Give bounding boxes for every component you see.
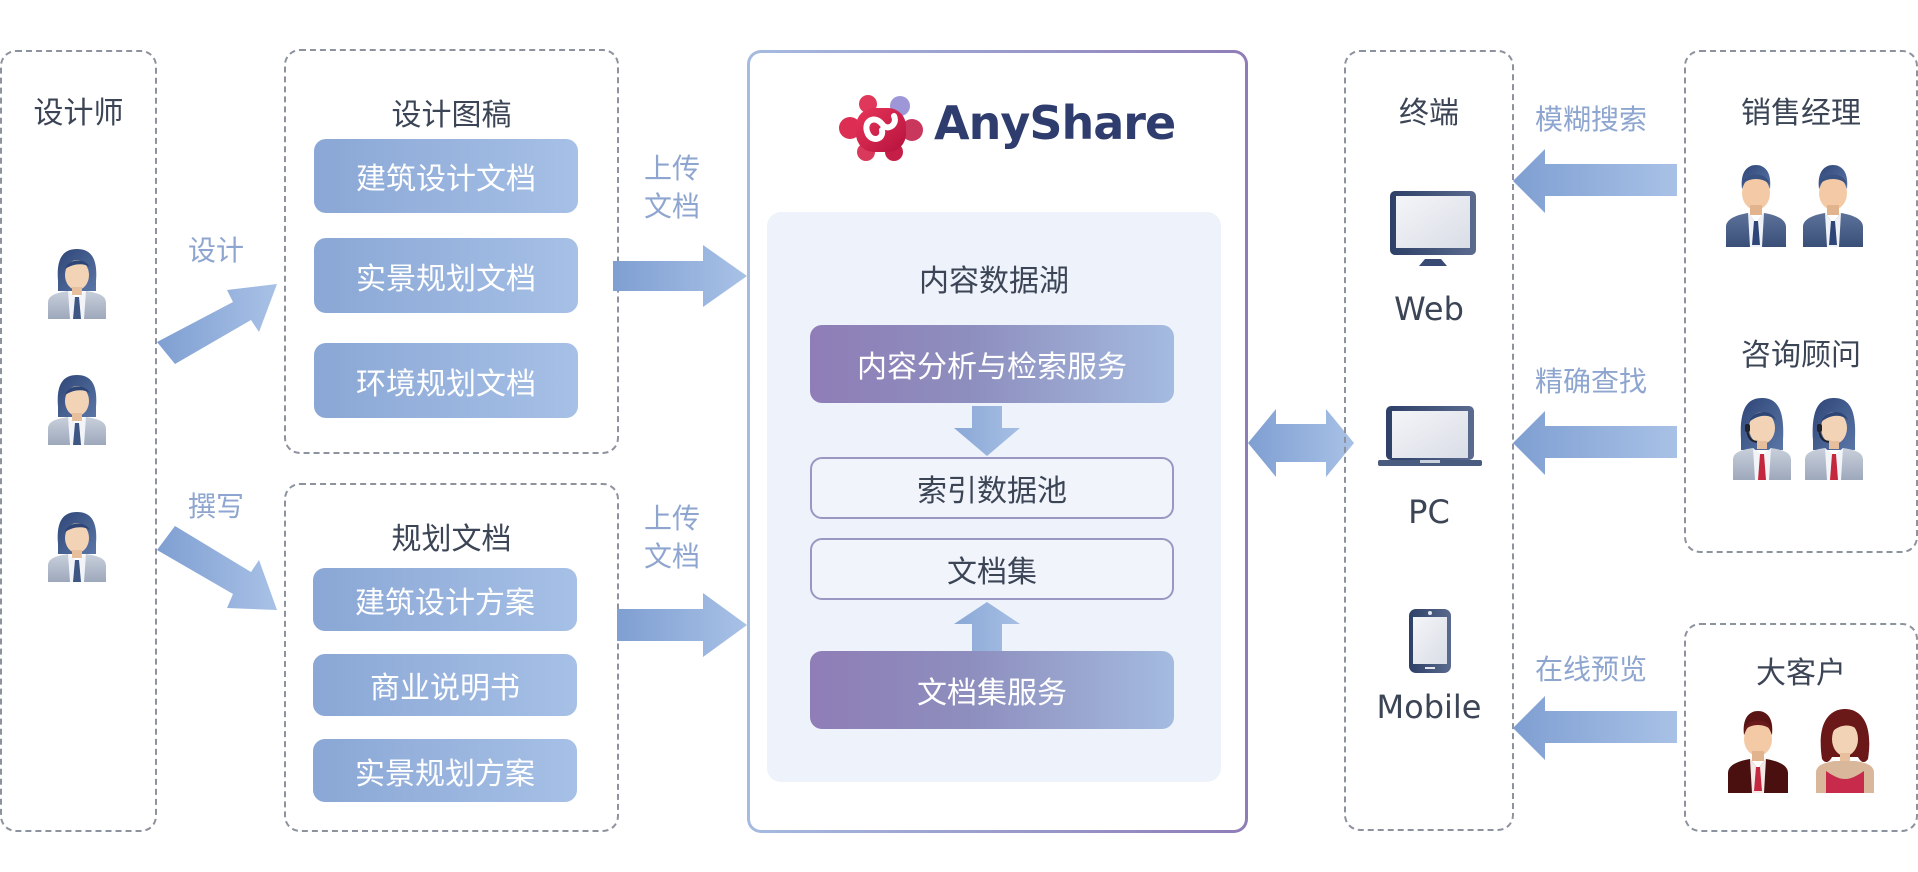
planning-docs-title: 规划文档	[391, 522, 512, 557]
design-doc-item[interactable]: 建筑设计文档	[314, 139, 578, 213]
exact-find-arrow-icon	[1513, 411, 1677, 475]
designer-panel	[0, 50, 157, 832]
sales-manager-title: 销售经理	[1741, 96, 1861, 131]
terminals-panel	[1344, 50, 1514, 831]
planning-doc-item[interactable]: 实景规划方案	[313, 739, 577, 802]
upload-arrow-top-icon	[613, 245, 747, 307]
design-drafts-panel	[284, 49, 619, 454]
upload-label-bottom: 上传 文档	[644, 500, 700, 576]
designer-avatar-icon	[48, 249, 106, 319]
index-data-pool[interactable]: 索引数据池	[810, 457, 1174, 519]
internal-users-panel	[1684, 50, 1918, 553]
planning-docs-panel	[284, 483, 619, 832]
document-set[interactable]: 文档集	[810, 538, 1174, 600]
designer-avatar-icon	[48, 512, 106, 582]
fuzzy-search-arrow-icon	[1513, 149, 1677, 213]
write-flow-label: 撰写	[188, 490, 245, 523]
device-label-pc: PC	[1408, 493, 1450, 531]
design-flow-label: 设计	[188, 234, 245, 267]
fuzzy-search-label: 模糊搜索	[1535, 103, 1648, 136]
content-analysis-service[interactable]: 内容分析与检索服务	[810, 325, 1174, 403]
design-doc-item[interactable]: 环境规划文档	[314, 343, 578, 418]
design-arrow-icon	[157, 284, 277, 364]
upload-label-line: 文档	[644, 540, 701, 573]
design-doc-item[interactable]: 实景规划文档	[314, 238, 578, 313]
consultant-avatar-icon	[1805, 398, 1863, 480]
exact-find-label: 精确查找	[1535, 365, 1648, 398]
device-label-mobile: Mobile	[1376, 688, 1482, 726]
terminals-title: 终端	[1399, 96, 1459, 131]
sales-manager-avatar-icon	[1803, 165, 1863, 247]
consultant-title: 咨询顾问	[1741, 338, 1861, 373]
upload-label-line: 上传	[644, 502, 701, 535]
upload-label-line: 上传	[644, 152, 701, 185]
anyshare-logo-icon	[839, 95, 923, 161]
document-set-service[interactable]: 文档集服务	[810, 651, 1174, 729]
tablet-icon	[1409, 609, 1451, 673]
content-data-lake-title: 内容数据湖	[919, 264, 1069, 299]
down-arrow-icon	[954, 406, 1020, 456]
planning-doc-item[interactable]: 商业说明书	[313, 654, 577, 716]
key-customer-panel	[1684, 623, 1918, 832]
bidirectional-arrow-icon	[1248, 409, 1354, 477]
key-customer-title: 大客户	[1756, 656, 1846, 691]
anyshare-brand-text: AnyShare	[934, 96, 1176, 150]
upload-arrow-bottom-icon	[617, 593, 747, 657]
design-drafts-title: 设计图稿	[391, 98, 512, 133]
key-customer-female-icon	[1816, 709, 1874, 793]
upload-label-top: 上传 文档	[644, 150, 700, 226]
up-arrow-icon	[954, 602, 1020, 652]
write-arrow-icon	[157, 526, 277, 610]
laptop-icon	[1378, 406, 1482, 466]
device-label-web: Web	[1394, 290, 1464, 328]
online-preview-label: 在线预览	[1535, 653, 1648, 686]
key-customer-male-icon	[1728, 711, 1788, 793]
monitor-icon	[1390, 191, 1476, 266]
designer-avatar-icon	[48, 375, 106, 445]
consultant-avatar-icon	[1733, 398, 1791, 480]
online-preview-arrow-icon	[1513, 696, 1677, 760]
sales-manager-avatar-icon	[1726, 165, 1786, 247]
upload-label-line: 文档	[644, 190, 701, 223]
designer-title: 设计师	[33, 96, 124, 131]
planning-doc-item[interactable]: 建筑设计方案	[313, 568, 577, 631]
